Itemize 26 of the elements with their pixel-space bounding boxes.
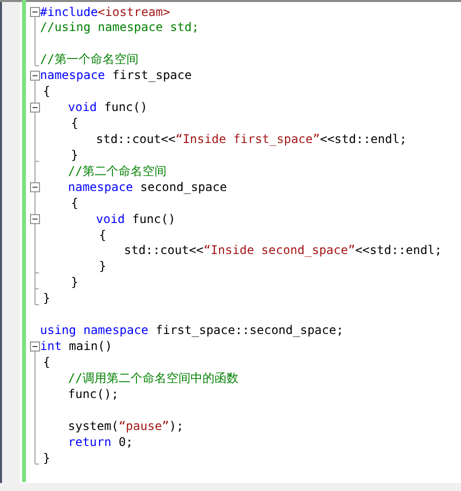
code-line: namespace second_space — [68, 180, 227, 195]
code-line: } — [71, 275, 78, 290]
code-line: int main() — [40, 339, 112, 354]
code-line: //第二个命名空间 — [68, 164, 166, 179]
code-line: return 0; — [68, 434, 134, 450]
code-line: void func() — [68, 100, 148, 116]
code-line: std::cout<<“Inside second_space”<<std::endl; — [124, 243, 442, 258]
code-line: #include<iostream> — [40, 4, 170, 20]
code-line: { — [43, 84, 50, 100]
code-line: //using namespace std; — [40, 20, 199, 36]
code-line: namespace first_space — [40, 68, 192, 84]
code-line: //第一个命名空间 — [40, 52, 138, 68]
code-line: void func() — [96, 212, 176, 227]
code-line: { — [99, 228, 106, 243]
code-line: } — [43, 291, 50, 306]
code-line: func(); — [68, 386, 119, 402]
code-line: system(“pause”); — [68, 418, 184, 434]
code-line: { — [43, 354, 50, 370]
code-line: using namespace first_space::second_space; — [40, 323, 344, 338]
code-line: //调用第二个命名空间中的函数 — [68, 370, 238, 386]
code-line: } — [99, 259, 106, 274]
code-line: { — [71, 196, 78, 211]
code-line: std::cout<<“Inside first_space”<<std::endl; — [96, 132, 407, 147]
code-line: { — [71, 116, 78, 131]
code-line: } — [71, 148, 78, 163]
code-line: } — [43, 450, 50, 466]
